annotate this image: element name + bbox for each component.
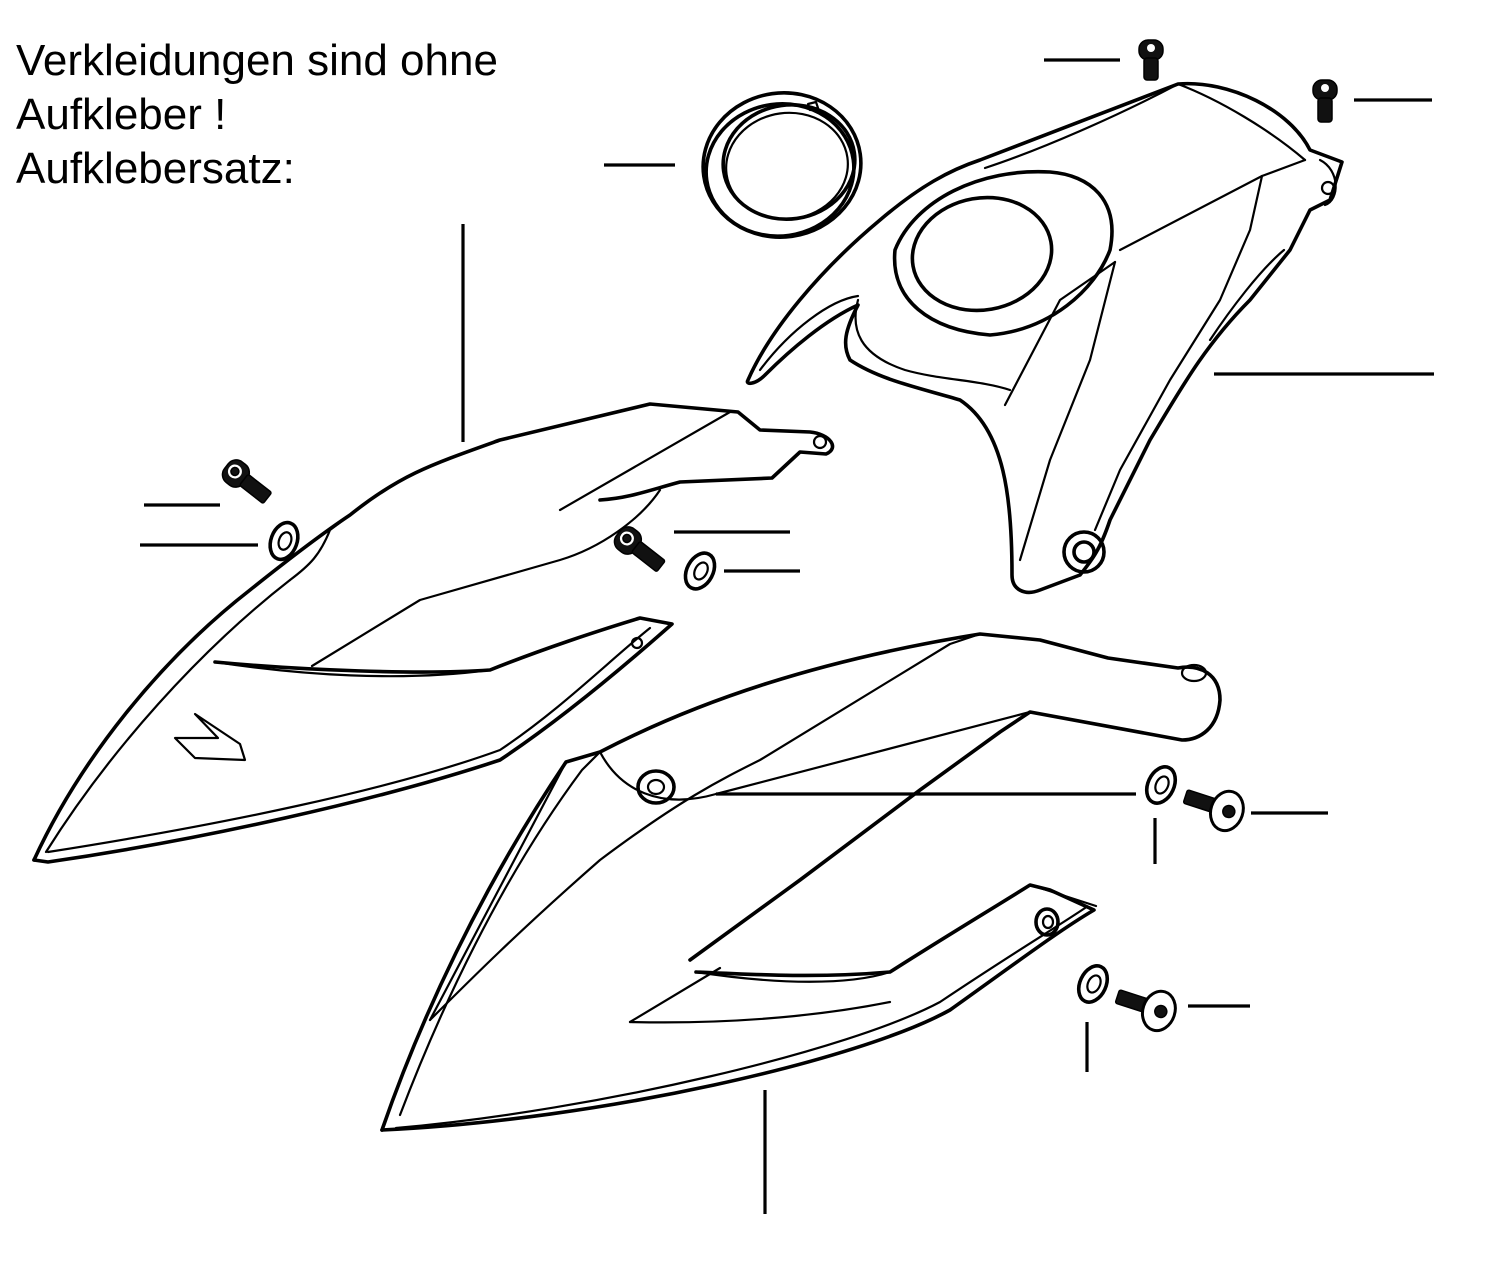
notice-line-1: Verkleidungen sind ohne <box>16 36 498 85</box>
right-side-panel <box>380 632 1222 1132</box>
top-screw <box>1138 39 1164 81</box>
tank-cap-ring <box>701 91 863 239</box>
leader-lines <box>140 58 1434 1214</box>
left-washer <box>268 520 300 562</box>
lower-right-screw <box>1114 989 1177 1033</box>
upper-right-washer <box>1144 765 1178 805</box>
lower-right-washer <box>1076 964 1110 1004</box>
right-screw <box>1312 79 1338 123</box>
notice-text: Verkleidungen sind ohne Aufkleber ! Aufk… <box>16 34 498 196</box>
upper-right-screw <box>1182 789 1245 833</box>
left-screw <box>221 459 272 504</box>
notice-line-2: Aufkleber ! <box>16 90 227 139</box>
notice-line-3: Aufklebersatz: <box>16 144 295 193</box>
mid-washer <box>683 551 717 591</box>
tank-cover <box>745 81 1344 595</box>
left-side-panel <box>32 402 835 864</box>
mid-screw <box>613 526 666 572</box>
